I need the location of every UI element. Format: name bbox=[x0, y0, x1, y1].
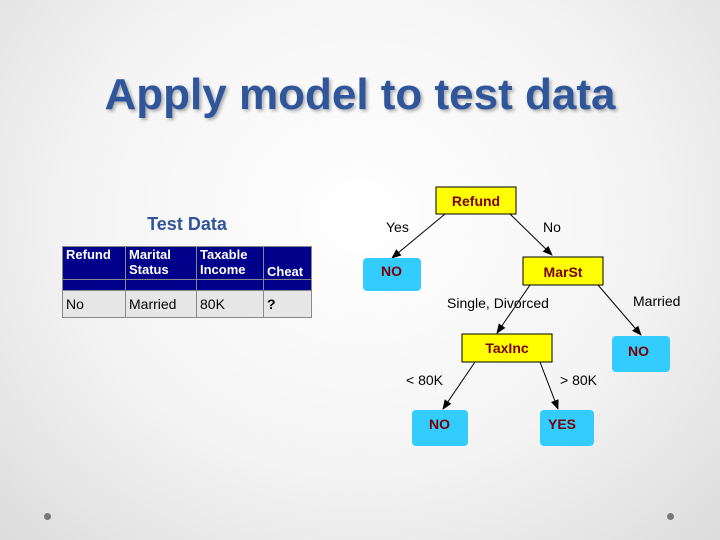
test-data-caption: Test Data bbox=[147, 214, 227, 234]
leaf-no-1-label: NO bbox=[381, 263, 402, 279]
leaf-no-lt-80k: NO bbox=[412, 410, 468, 446]
node-marst-label: MarSt bbox=[544, 264, 583, 280]
node-taxinc: TaxInc bbox=[461, 333, 553, 363]
leaf-no-3-label: NO bbox=[429, 416, 450, 432]
edge-label-married: Married bbox=[633, 293, 680, 309]
leaf-yes-label: YES bbox=[548, 416, 576, 432]
edge-label-lt-80k: < 80K bbox=[406, 372, 444, 388]
node-taxinc-label: TaxInc bbox=[485, 340, 529, 356]
table-row: No Married 80K ? bbox=[62, 290, 312, 318]
leaf-no-married: NO bbox=[612, 336, 670, 372]
cell-taxable-income: 80K bbox=[196, 290, 264, 318]
edge-taxinc-lt bbox=[442, 361, 476, 410]
edge-marst-married bbox=[597, 284, 642, 336]
edge-refund-no bbox=[509, 213, 553, 256]
edge-refund-yes bbox=[391, 213, 446, 259]
table-spacer-row bbox=[62, 279, 312, 291]
cell-refund: No bbox=[62, 290, 126, 318]
edge-label-no: No bbox=[543, 219, 561, 235]
leaf-yes-gt-80k: YES bbox=[540, 410, 594, 446]
node-refund-label: Refund bbox=[452, 193, 500, 209]
edge-label-gt-80k: > 80K bbox=[560, 372, 598, 388]
leaf-no-refund-yes: NO bbox=[363, 258, 421, 291]
right-bullet-dot bbox=[667, 513, 674, 520]
leaf-no-2-label: NO bbox=[628, 343, 649, 359]
edge-label-single-divorced: Single, Divorced bbox=[447, 295, 549, 311]
left-bullet-dot bbox=[44, 513, 51, 520]
edge-taxinc-gt bbox=[539, 361, 559, 410]
node-refund: Refund bbox=[435, 186, 517, 215]
edge-label-yes: Yes bbox=[386, 219, 409, 235]
edge-marst-single-divorced bbox=[496, 284, 531, 334]
col-header-refund: Refund bbox=[62, 246, 126, 280]
cell-cheat: ? bbox=[263, 290, 312, 318]
node-marst: MarSt bbox=[522, 256, 604, 286]
cell-marital-status: Married bbox=[125, 290, 197, 318]
slide-title: Apply model to test data bbox=[104, 70, 616, 119]
